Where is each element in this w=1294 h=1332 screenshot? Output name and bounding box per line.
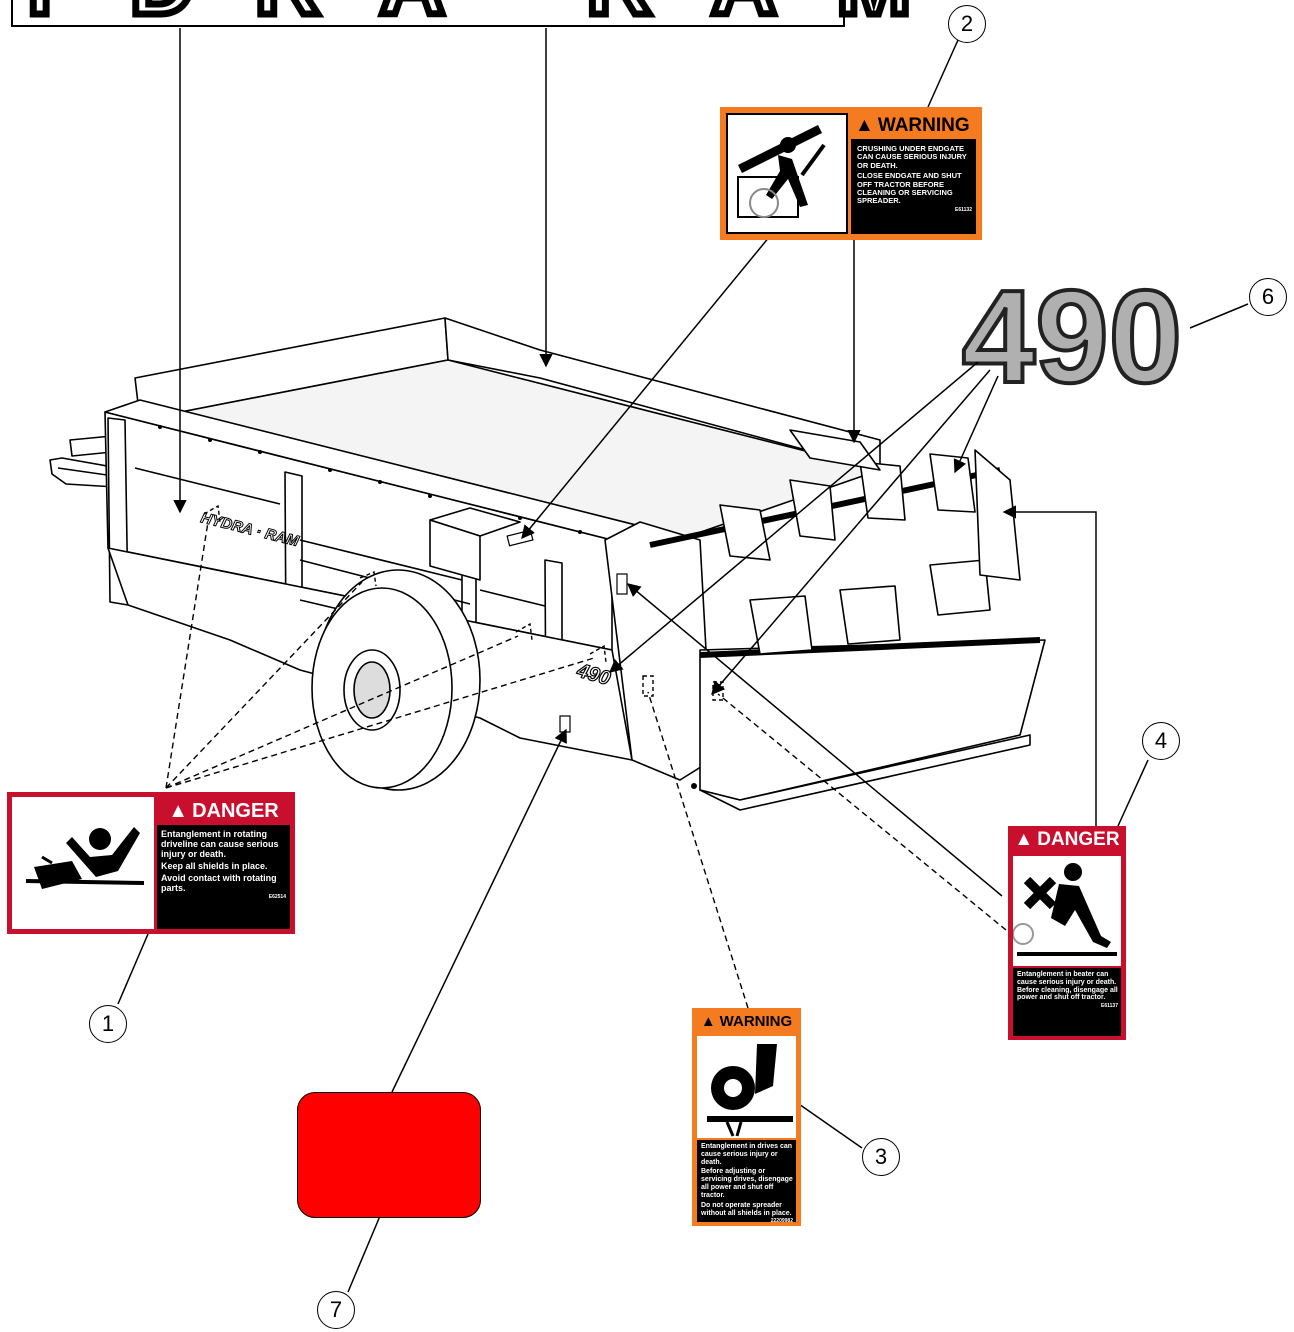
hidden-leader-lines (165, 521, 1007, 1009)
warning-decal-2-header: WARNING (877, 115, 970, 136)
manure-spreader-illustration (49, 317, 1046, 811)
danger-decal-1-line: Keep all shields in place. (161, 861, 268, 872)
danger-decal-1-line: Entanglement in rotating driveline can c… (161, 829, 279, 860)
danger-decal-1-header: DANGER (192, 799, 279, 822)
alert-triangle-icon: ▲ (855, 115, 874, 136)
decal-location-marker-4 (616, 573, 628, 595)
entanglement-driveline-pictogram (25, 827, 145, 889)
callout-number-1: 1 (89, 1005, 127, 1043)
warning-decal-3-line: Do not operate spreader without all shie… (701, 1201, 792, 1217)
alert-triangle-icon: ▲ (1014, 829, 1034, 850)
callout-number-6: 6 (1249, 278, 1287, 316)
callout-number-4: 4 (1142, 722, 1180, 760)
crushing-endgate-pictogram (737, 125, 826, 218)
leader-lines (117, 28, 1249, 1293)
decal-2-part-number: E61132 (955, 206, 972, 213)
tire-wheel (311, 569, 481, 791)
danger-decal-driveline: ▲ DANGER Entanglement in rotating drivel… (7, 792, 295, 934)
warning-decal-3-line: Before adjusting or servicing drives, di… (701, 1168, 793, 1199)
decal-location-markers (203, 504, 724, 701)
alert-triangle-icon: ▲ (168, 799, 189, 822)
entanglement-gear-pictogram (707, 1044, 793, 1137)
warning-decal-endgate: ▲ WARNING CRUSHING UNDER ENDGATE CAN CAU… (720, 107, 982, 240)
decal-3-part-number: 22209982 (770, 1218, 793, 1225)
callout-number-3: 3 (862, 1138, 900, 1176)
callout-number-2: 2 (948, 5, 986, 43)
danger-decal-4-line: Entanglement in beater can cause serious… (1017, 971, 1118, 1002)
beater-paddles (719, 429, 1021, 655)
danger-decal-1-line: Avoid contact with rotating parts. (161, 873, 277, 894)
warning-decal-3-line: Entanglement in drives can cause serious… (701, 1143, 793, 1166)
alert-triangle-icon: ▲ (700, 1012, 716, 1030)
title-banner: HYDRA RAM (0, 0, 971, 38)
decal-location-marker-7 (559, 715, 571, 733)
warning-decal-drives: ▲ WARNING Entanglement in drives can cau… (692, 1008, 801, 1226)
entanglement-beater-pictogram (1012, 863, 1117, 956)
danger-decal-4-header: DANGER (1037, 829, 1120, 850)
danger-decal-beater: ▲ DANGER Entanglement in beater can caus… (1008, 826, 1126, 1040)
warning-decal-2-line: CLOSE ENDGATE AND SHUT OFF TRACTOR BEFOR… (857, 171, 962, 206)
red-reflector-decal (297, 1092, 481, 1218)
callout-number-7: 7 (317, 1291, 355, 1329)
model-number-graphic: 490 (962, 263, 1182, 410)
title-banner-text: HYDRA RAM (0, 0, 971, 34)
decal-4-part-number: E61137 (1101, 1003, 1118, 1010)
decal-1-part-number: E62514 (268, 894, 286, 901)
warning-decal-3-header: WARNING (719, 1012, 793, 1030)
warning-decal-2-line: CRUSHING UNDER ENDGATE CAN CAUSE SERIOUS… (857, 144, 967, 170)
